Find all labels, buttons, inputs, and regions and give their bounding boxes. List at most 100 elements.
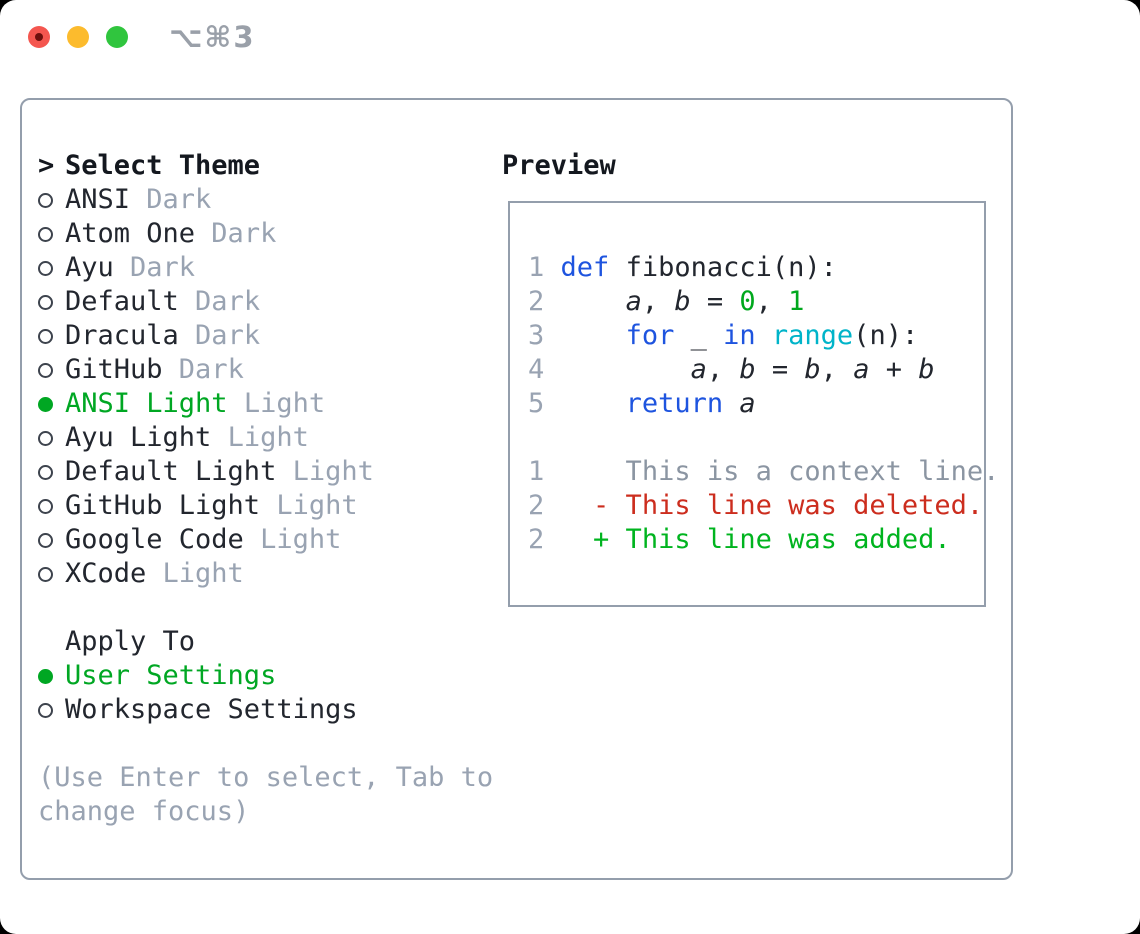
theme-variant-tag: Dark <box>130 184 212 215</box>
theme-variant-tag: Dark <box>195 218 277 249</box>
close-button[interactable] <box>28 26 50 48</box>
theme-option[interactable]: ANSI Dark <box>38 183 502 217</box>
line-number: 4 <box>528 354 545 385</box>
line-number: 2 <box>528 490 545 521</box>
titlebar: ⌥⌘3 <box>28 20 256 54</box>
radio-cell <box>38 353 65 387</box>
radio-selected-icon <box>38 396 53 412</box>
radio-icon <box>38 532 53 548</box>
apply-to-title: Apply To <box>65 626 196 657</box>
theme-variant-tag: Light <box>243 524 342 555</box>
apply-to-title-row: Apply To <box>38 625 502 659</box>
preview-title: Preview <box>502 150 616 181</box>
theme-option[interactable]: Default Light Light <box>38 455 502 489</box>
theme-name: Ayu Light <box>65 422 212 453</box>
radio-cell <box>38 523 65 557</box>
theme-name: Google Code <box>65 524 244 555</box>
spacer <box>528 421 984 455</box>
radio-cell <box>38 557 65 591</box>
diff-text: This is a context line. <box>593 456 1000 487</box>
code-line: 1 def fibonacci(n): <box>528 252 837 283</box>
line-number: 1 <box>528 456 545 487</box>
code-line: 2 a, b = 0, 1 <box>528 286 805 317</box>
theme-variant-tag: Light <box>276 456 374 487</box>
radio-icon <box>38 328 53 344</box>
radio-icon <box>38 430 53 446</box>
radio-cell <box>38 693 65 727</box>
theme-variant-tag: Light <box>227 388 326 419</box>
cursor-marker: > <box>38 150 55 181</box>
apply-to-option[interactable]: User Settings <box>38 659 502 693</box>
radio-cell <box>38 489 65 523</box>
theme-list-title: Select Theme <box>65 150 261 181</box>
radio-icon <box>38 294 53 310</box>
theme-name: Ayu <box>65 252 114 283</box>
diff-line-context: 1 This is a context line. <box>528 455 999 489</box>
theme-name: XCode <box>65 558 147 589</box>
apply-to-name: User Settings <box>65 660 277 691</box>
theme-option[interactable]: Dracula Dark <box>38 319 502 353</box>
theme-option[interactable]: Google Code Light <box>38 523 502 557</box>
spacer <box>38 591 502 625</box>
theme-option[interactable]: Ayu Dark <box>38 251 502 285</box>
radio-cell <box>38 285 65 319</box>
radio-cell <box>38 217 65 251</box>
theme-option[interactable]: ANSI Light Light <box>38 387 502 421</box>
radio-cell <box>38 421 65 455</box>
diff-line-deleted: 2 - This line was deleted. <box>528 489 984 523</box>
theme-name: Dracula <box>65 320 179 351</box>
zoom-button[interactable] <box>106 26 128 48</box>
radio-icon <box>38 498 53 514</box>
theme-name: GitHub Light <box>65 490 261 521</box>
code-line: 4 a, b = b, a + b <box>528 354 935 385</box>
preview-column: Preview 1 def fibonacci(n):2 a, b = 0, 1… <box>502 149 1011 878</box>
radio-icon <box>38 226 53 242</box>
radio-cell <box>38 455 65 489</box>
diff-line-added: 2 + This line was added. <box>528 523 984 557</box>
theme-option[interactable]: GitHub Light Light <box>38 489 502 523</box>
help-line-1: (Use Enter to select, Tab to <box>38 762 494 793</box>
radio-cell <box>38 251 65 285</box>
apply-to-option[interactable]: Workspace Settings <box>38 693 502 727</box>
theme-name: ANSI Light <box>65 388 228 419</box>
theme-name: ANSI <box>65 184 131 215</box>
radio-cell <box>38 183 65 217</box>
diff-preview: 1 This is a context line.2 - This line w… <box>528 455 999 557</box>
radio-icon <box>38 702 53 718</box>
theme-variant-tag: Dark <box>178 320 261 351</box>
window-hotkey-label: ⌥⌘3 <box>169 20 256 54</box>
theme-name: Atom One <box>65 218 196 249</box>
minimize-button[interactable] <box>67 26 89 48</box>
theme-variant-tag: Dark <box>162 354 244 385</box>
radio-icon <box>38 566 53 582</box>
radio-cell <box>38 319 65 353</box>
line-number: 3 <box>528 320 545 351</box>
radio-cell <box>38 387 65 421</box>
radio-icon <box>38 192 53 208</box>
marker-spacer <box>38 625 65 659</box>
theme-option[interactable]: Atom One Dark <box>38 217 502 251</box>
line-number: 5 <box>528 388 545 419</box>
line-number: 2 <box>528 286 545 317</box>
code-line: 3 for _ in range(n): <box>528 320 919 351</box>
line-number: 1 <box>528 252 545 283</box>
radio-selected-icon <box>38 668 53 684</box>
theme-name: Default <box>65 286 179 317</box>
theme-variant-tag: Light <box>211 422 309 453</box>
theme-option[interactable]: GitHub Dark <box>38 353 502 387</box>
theme-variant-tag: Light <box>146 558 244 589</box>
radio-icon <box>38 464 53 480</box>
radio-icon <box>38 260 53 276</box>
theme-option[interactable]: Ayu Light Light <box>38 421 502 455</box>
theme-variant-tag: Light <box>260 490 358 521</box>
theme-option[interactable]: Default Dark <box>38 285 502 319</box>
theme-option[interactable]: XCode Light <box>38 557 502 591</box>
diff-text: + This line was added. <box>593 524 951 555</box>
